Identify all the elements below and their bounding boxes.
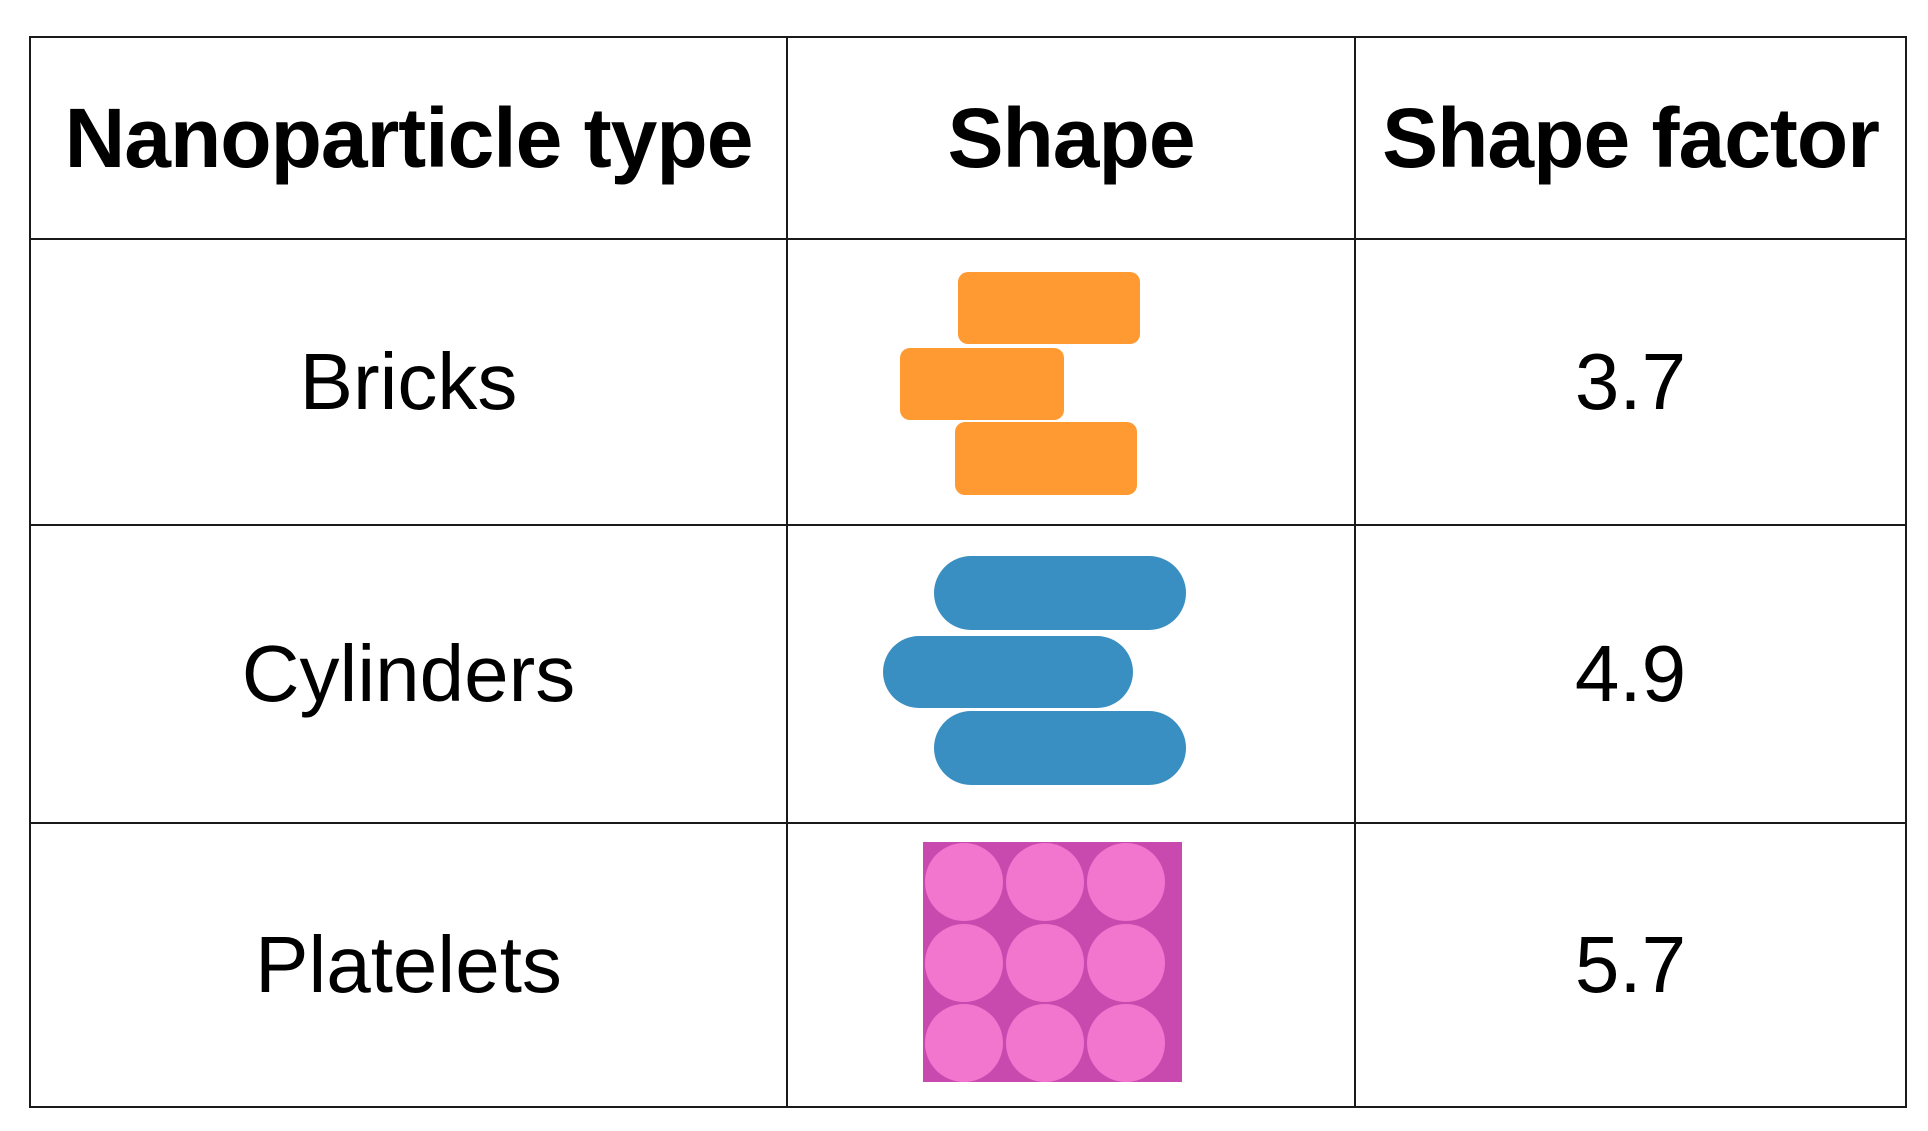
header-row: Nanoparticle type Shape Shape factor	[29, 36, 1907, 240]
header-shape-factor: Shape factor	[1354, 36, 1907, 240]
type-cell: Cylinders	[29, 524, 788, 824]
nanoparticle-table: Nanoparticle type Shape Shape factor Bri…	[29, 36, 1907, 1108]
shape-cell	[786, 524, 1356, 824]
header-nanoparticle-type: Nanoparticle type	[29, 36, 788, 240]
shape-cell	[786, 822, 1356, 1108]
factor-cell: 4.9	[1354, 524, 1907, 824]
type-cell: Bricks	[29, 238, 788, 526]
platelets-shape-icon	[923, 842, 1182, 1082]
header-shape: Shape	[786, 36, 1356, 240]
factor-cell: 3.7	[1354, 238, 1907, 526]
factor-cell: 5.7	[1354, 822, 1907, 1108]
table-row: Bricks 3.7	[29, 238, 1907, 526]
type-cell: Platelets	[29, 822, 788, 1108]
shape-cell	[786, 238, 1356, 526]
table-row: Platelets 5.7	[29, 822, 1907, 1108]
bricks-shape-icon	[900, 272, 1140, 495]
cylinders-shape-icon	[883, 556, 1186, 785]
table-row: Cylinders 4.9	[29, 524, 1907, 824]
